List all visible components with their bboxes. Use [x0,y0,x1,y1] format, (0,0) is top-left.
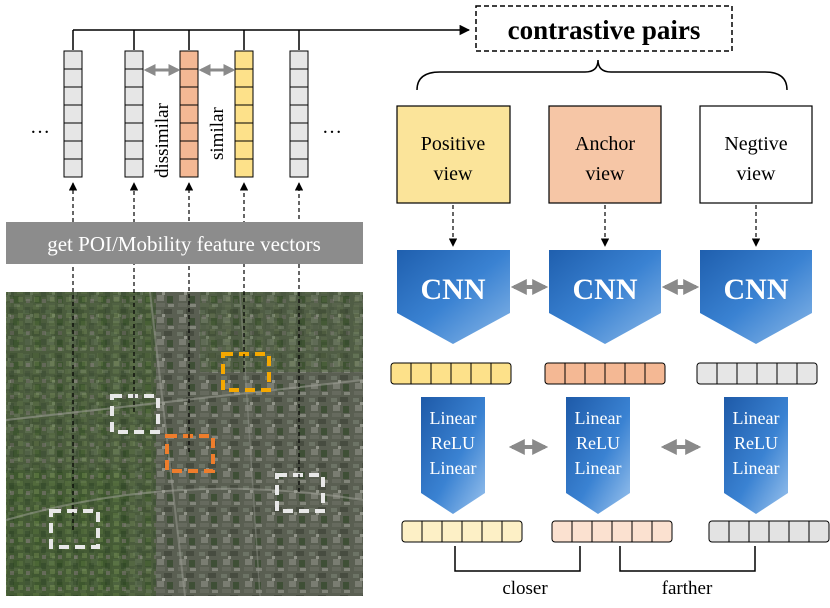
projection-anchor: Linear ReLU Linear [566,397,630,514]
cnn-anchor-label: CNN [573,273,638,306]
patch-negative-right [275,473,325,513]
feature-vector-positive [234,50,254,178]
banner-text: get POI/Mobility feature vectors [47,232,321,256]
projection-negative: Linear ReLU Linear [724,397,788,514]
farther-bracket [619,546,756,572]
cnn-negative: CNN [700,250,812,344]
positive-view-line2: view [434,163,473,185]
embedding-vector-negative [708,520,830,543]
projection-positive: Linear ReLU Linear [421,397,485,514]
projection-positive-line3: Linear [430,458,477,478]
projection-anchor-line3: Linear [575,458,622,478]
projection-negative-line3: Linear [733,458,780,478]
cnn-output-vector-anchor [544,362,666,385]
vector-connector [72,24,471,50]
closer-bracket [454,546,581,572]
projection-positive-line2: ReLU [431,433,475,453]
label-dissimilar: dissimilar [152,102,173,178]
curly-brace [416,59,788,91]
closer-label: closer [502,578,548,599]
satellite-image [5,291,364,597]
embedding-vector-anchor [551,520,673,543]
contrastive-pairs-box: contrastive pairs [475,5,733,52]
projection-anchor-line1: Linear [575,408,622,428]
cnn-positive: CNN [397,250,510,344]
patch-positive [221,352,271,392]
contrastive-pairs-label: contrastive pairs [508,15,701,45]
feature-vector-1 [63,50,83,178]
feature-vector-anchor [179,50,199,178]
projection-positive-line1: Linear [430,408,477,428]
patch-negative-top [110,394,160,434]
cnn-output-vector-negative [696,362,818,385]
ellipsis-left: … [30,116,50,138]
feature-vector-2 [124,50,144,178]
patch-negative-bottom [49,509,100,549]
negative-view-line1: Negtive [724,133,787,155]
anchor-view-line2: view [586,163,625,185]
cnn-anchor: CNN [549,250,661,344]
positive-view-box: Positive view [396,105,511,204]
ellipsis-right: … [322,116,342,138]
label-similar: similar [207,107,228,160]
embedding-vector-positive [401,520,523,543]
patch-anchor [165,434,215,473]
projection-negative-line2: ReLU [734,433,778,453]
feature-banner: get POI/Mobility feature vectors [6,222,363,264]
anchor-view-box: Anchor view [548,105,662,204]
feature-vector-5 [289,50,309,178]
farther-label: farther [662,578,713,599]
cnn-negative-label: CNN [724,273,789,306]
projection-anchor-line2: ReLU [576,433,620,453]
cnn-positive-label: CNN [421,273,486,306]
cnn-output-vector-positive [390,362,512,385]
negative-view-box: Negtive view [699,105,813,204]
negative-view-line2: view [737,163,776,185]
view-to-cnn-arrows [448,205,761,247]
anchor-view-line1: Anchor [575,133,635,155]
positive-view-line1: Positive [421,133,486,155]
projection-negative-line1: Linear [733,408,780,428]
